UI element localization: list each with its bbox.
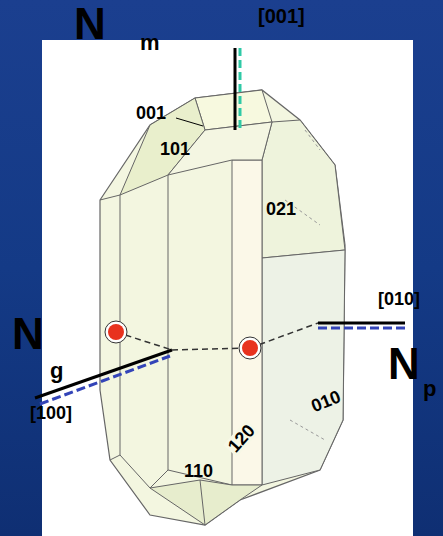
direction-index: [001] xyxy=(258,6,305,26)
axis-subscript: m xyxy=(140,32,160,54)
direction-index: [100] xyxy=(30,404,72,422)
face-index: 001 xyxy=(136,104,166,122)
axis-subscript: p xyxy=(423,378,436,400)
axis-letter: N xyxy=(12,312,44,356)
face-index: 110 xyxy=(184,462,213,480)
face-index: 101 xyxy=(160,140,190,158)
axis-letter: N xyxy=(74,2,106,46)
axis-subscript: g xyxy=(50,360,63,382)
face-index: 021 xyxy=(266,200,296,218)
direction-index: [010] xyxy=(378,290,420,308)
axis-letter: N xyxy=(388,342,420,386)
